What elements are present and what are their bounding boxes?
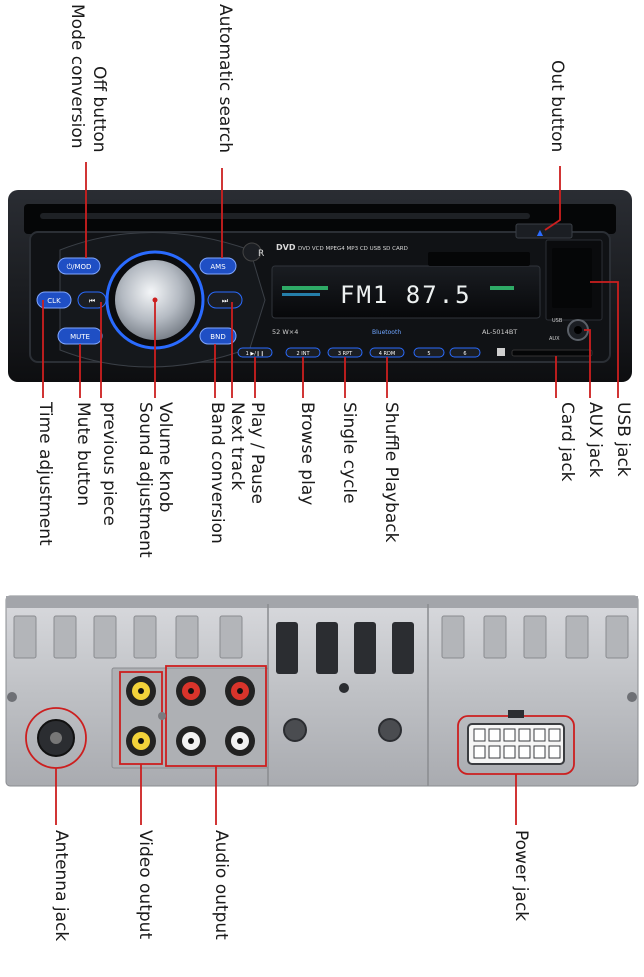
label-off-button: Off button <box>89 66 109 153</box>
label-usb-jack: USB jack <box>613 402 633 477</box>
ams-button-label: AMS <box>210 263 226 271</box>
formats-text: DVD VCD MPEG4 MP3 CD USB SD CARD <box>298 246 408 252</box>
preset-3-label: 3 RPT <box>338 351 353 357</box>
audio-jack-1-hole <box>188 688 194 694</box>
next-button[interactable] <box>207 291 243 309</box>
mount-hole <box>339 683 349 693</box>
dvd-logo: DVD <box>276 243 296 252</box>
label-automatic-search: Automatic search <box>215 4 235 154</box>
band-button[interactable] <box>199 327 237 345</box>
display-eq-bar-left <box>282 286 328 290</box>
callout-usb <box>590 281 619 398</box>
label-out-button: Out button <box>547 60 567 153</box>
label-mode-conversion: Mode conversion <box>67 4 87 149</box>
front-callout-lines <box>42 162 619 398</box>
preset-5-label: 5 <box>427 351 430 357</box>
power-text: 52 W×4 <box>272 328 298 336</box>
prev-button-label: ⏮ <box>89 297 95 305</box>
rear-vent-tabs-right <box>441 615 629 659</box>
label-previous-piece: previous piece <box>99 402 119 526</box>
label-card-jack: Card jack <box>557 402 577 482</box>
display-eq-bar-right <box>490 286 514 290</box>
ams-button[interactable] <box>199 257 237 275</box>
callout-eject <box>544 166 561 231</box>
preset-6-label: 6 <box>463 351 466 357</box>
clk-button[interactable] <box>36 291 72 309</box>
disc-slot <box>40 213 530 219</box>
preset-1-label: 1 ▶/❙❙ <box>246 351 265 357</box>
aux-port-hole <box>574 326 582 334</box>
label-aux-jack: AUX jack <box>585 402 605 478</box>
mount-screw-1 <box>283 718 307 742</box>
label-time-adjustment: Time adjustment <box>35 402 55 546</box>
power-latch <box>508 710 524 718</box>
clk-button-label: CLK <box>47 297 61 305</box>
label-power-jack: Power jack <box>511 830 531 922</box>
prev-button[interactable] <box>77 291 107 309</box>
band-button-label: BND <box>210 333 225 341</box>
audio-jack-2-hole <box>237 688 243 694</box>
label-browse-play: Browse play <box>297 402 317 506</box>
card-icon <box>497 348 505 356</box>
label-audio-output: Audio output <box>211 830 231 940</box>
rca-screw <box>158 712 166 720</box>
antenna-jack-pin <box>50 732 62 744</box>
model-text: AL-5014BT <box>482 328 517 336</box>
audio-jack-3-hole <box>188 738 194 744</box>
video-jack-1-hole <box>138 688 144 694</box>
rear-vent-slots <box>276 622 414 674</box>
card-slot[interactable] <box>511 349 593 357</box>
audio-jack-4-hole <box>237 738 243 744</box>
usb-port[interactable] <box>552 248 592 308</box>
eject-button[interactable] <box>515 223 573 239</box>
rear-callout-lines <box>55 764 517 825</box>
preset-6-button[interactable] <box>449 347 481 358</box>
rear-vent-tabs-left <box>13 615 243 659</box>
rear-panel <box>5 595 639 787</box>
preset-5-button[interactable] <box>413 347 445 358</box>
mute-button-label: MUTE <box>70 333 90 341</box>
aux-port-text: AUX <box>549 336 560 342</box>
label-band-conversion: Band conversion <box>207 402 227 544</box>
display-eq-bar-left-2 <box>282 293 320 296</box>
display-frequency: FM1 87.5 <box>340 281 472 309</box>
label-shuffle-playback: Shuffle Playback <box>381 402 401 543</box>
label-mute-button: Mute button <box>73 402 93 507</box>
eject-icon: ▲ <box>537 228 544 237</box>
label-next-track: Next track <box>227 402 247 491</box>
video-jack-2-hole <box>138 738 144 744</box>
label-sound-adjustment: Sound adjustment <box>135 402 155 558</box>
mode-button-label: ⏻/MOD <box>67 263 92 271</box>
rear-top-lip <box>6 596 638 608</box>
r-logo: R <box>258 249 264 259</box>
screw-right <box>627 692 637 702</box>
label-antenna-jack: Antenna jack <box>51 830 71 942</box>
display-upper-window <box>428 252 530 266</box>
mode-button[interactable] <box>57 257 101 275</box>
preset-2-label: 2 INT <box>296 351 310 357</box>
callout-aux <box>584 329 591 398</box>
label-single-cycle: Single cycle <box>339 402 359 504</box>
bluetooth-text: Bluetooth <box>372 329 401 336</box>
next-button-label: ⏭ <box>222 297 229 305</box>
label-volume-knob: Volume knob <box>155 402 175 513</box>
usb-port-text: USB <box>552 318 563 324</box>
lcd-display <box>271 265 541 319</box>
ir-sensor <box>242 242 262 262</box>
preset-4-label: 4 RDM <box>379 351 395 357</box>
mount-screw-2 <box>378 718 402 742</box>
screw-left <box>7 692 17 702</box>
power-jack-pins <box>473 728 561 759</box>
label-video-output: Video output <box>135 830 155 940</box>
label-play-pause: Play / Pause <box>247 402 267 504</box>
